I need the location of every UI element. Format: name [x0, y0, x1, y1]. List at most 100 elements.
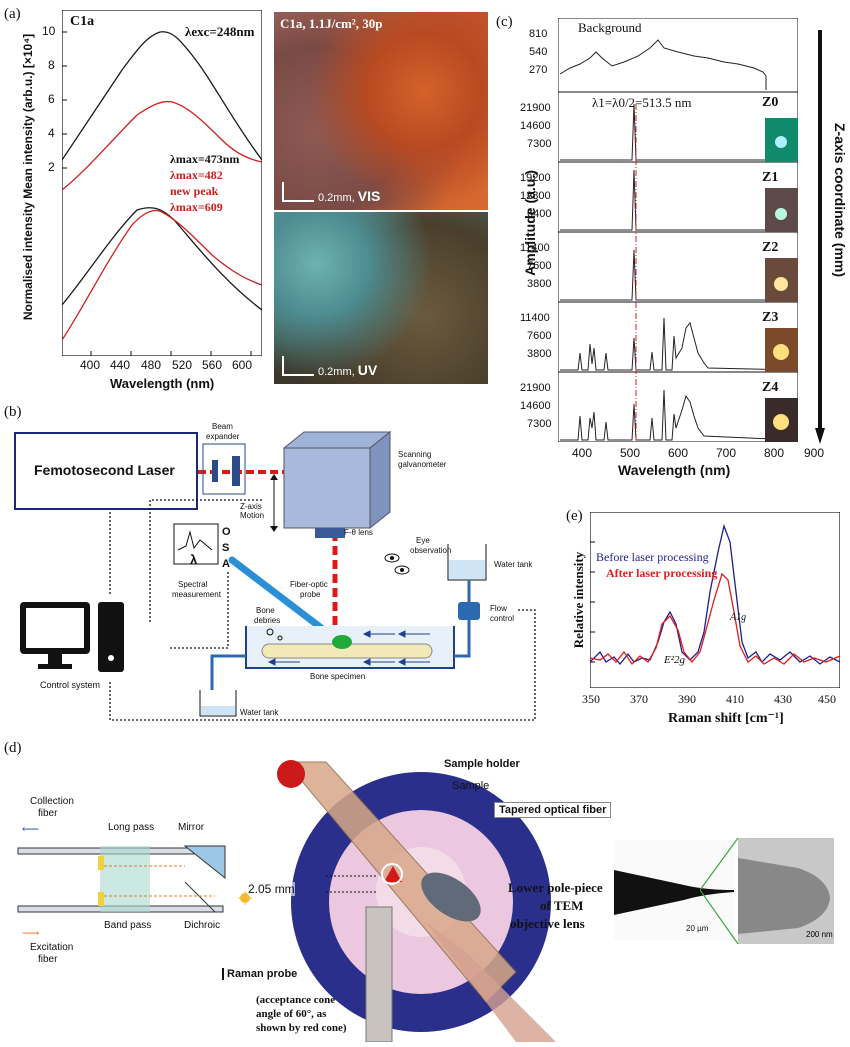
scale-left: 20 µm [686, 924, 709, 933]
c-x-axis-label: Wavelength (nm) [618, 462, 731, 478]
a-xtick: 440 [110, 358, 131, 372]
a-annot-red1: λmax=482 [170, 168, 223, 182]
c-lambda-label: λ1=λ0/2=513.5 nm [592, 95, 692, 110]
c-row-label: Z1 [762, 170, 779, 185]
c-ytick: 21900 [520, 382, 551, 394]
a-xtick: 400 [80, 358, 101, 372]
panel-d-letter: (d) [4, 740, 22, 756]
panel-c-plot [557, 17, 799, 443]
micro-uv-image: 0.2mm, UV [274, 212, 488, 384]
e-legend-before: Before laser processing [596, 550, 709, 564]
a-ytick: 2 [48, 160, 55, 174]
z-axis-arrow [815, 30, 825, 444]
spectral-label-1: Spectral [178, 580, 208, 589]
collection-fiber-label-2: fiber [38, 808, 58, 819]
pole-piece-label-3: objective lens [510, 916, 585, 931]
raman-probe-label: Raman probe [222, 968, 297, 980]
bone-debris-label-2: debries [254, 616, 281, 625]
excitation-arrow: ⟶ [22, 926, 40, 940]
c-xtick: 900 [804, 446, 825, 460]
panel-b-letter: (b) [4, 404, 22, 420]
c-ytick: 810 [529, 28, 548, 40]
tapered-fiber-label: Tapered optical fiber [494, 802, 612, 818]
panel-a-plot [61, 9, 263, 357]
c-row-label: Z4 [762, 380, 779, 395]
a-ytick: 8 [48, 58, 55, 72]
e-x-axis-label: Raman shift [cm⁻¹] [668, 711, 784, 726]
b-diagram [0, 420, 560, 730]
panel-e-letter: (e) [566, 508, 583, 524]
c-ytick: 7300 [527, 418, 552, 430]
spectral-label-2: measurement [172, 590, 221, 599]
eye-label-1: Eye [416, 536, 430, 545]
eye-label-2: observation [410, 546, 452, 555]
a-annot-red2: new peak [170, 184, 219, 198]
bone-specimen-label: Bone specimen [310, 672, 366, 681]
z-axis-label: Z-axis coordinate (mm) [832, 100, 848, 300]
c-ytick: 540 [529, 46, 548, 58]
c-ytick: 19200 [520, 172, 551, 184]
collection-fiber-label-1: Collection [30, 796, 74, 807]
a-xtick: 600 [232, 358, 253, 372]
tem-holder-image [266, 752, 566, 1043]
sample-holder-label: Sample holder [444, 758, 520, 770]
laser-label: Femotosecond Laser [34, 462, 175, 478]
f-lens-label: F-θ lens [344, 528, 373, 537]
upper-black-curve [61, 31, 263, 161]
fiber-tip-image: 20 µm [614, 840, 734, 940]
a-xtick: 520 [172, 358, 193, 372]
water-tank-top-label: Water tank [494, 560, 533, 569]
acceptance-label-1: (acceptance cone [256, 994, 336, 1006]
sample-label: Sample [452, 780, 490, 792]
flow-control-label-2: control [490, 614, 515, 623]
osa-a: A [222, 558, 230, 570]
e-xtick: 410 [726, 692, 744, 706]
long-pass-label: Long pass [108, 822, 155, 833]
dichroic-label: Dichroic [184, 920, 221, 931]
panel-a-letter: (a) [4, 6, 21, 22]
c-ytick: 7600 [527, 260, 552, 272]
control-system-label: Control system [40, 680, 101, 690]
a-ytick: 6 [48, 92, 55, 106]
c-ytick: 11400 [520, 242, 550, 254]
zoom-lines [699, 837, 740, 945]
lambda-label: λ [190, 552, 198, 567]
fiber-tip-zoom-image: 200 nm [738, 838, 834, 944]
c-ytick: 21900 [520, 102, 551, 114]
c-ytick: 270 [529, 64, 548, 76]
acceptance-label-3: shown by red cone) [256, 1022, 347, 1034]
c-ytick: 7300 [527, 138, 552, 150]
micro-vis-scale: 0.2mm, [318, 192, 355, 204]
galvo-label-2: galvanometer [398, 460, 447, 469]
upper-red-curve [61, 100, 263, 191]
e-y-axis-label: Relative intensity [571, 551, 586, 649]
before-curve [589, 523, 841, 666]
micro-vis-scalebar: 0.2mm, VIS [282, 182, 402, 204]
e-legend-after: After laser processing [606, 566, 718, 580]
c-y-axis-label: Amplitude (a.u.) [522, 170, 538, 276]
a-ytick: 10 [42, 24, 56, 38]
after-curve [589, 572, 841, 666]
pole-piece-label-2: of TEM [540, 898, 584, 913]
band-pass-label: Band pass [104, 920, 152, 931]
e-xtick: 370 [630, 692, 648, 706]
micro-uv-scale: 0.2mm, [318, 366, 355, 378]
c-ytick: 12800 [520, 190, 551, 202]
c-ytick: 7600 [527, 330, 552, 342]
galvo-label-1: Scanning [398, 450, 432, 459]
panel-c-letter: (c) [496, 14, 513, 30]
osa-s: S [222, 542, 230, 554]
c-ytick: 3800 [527, 348, 552, 360]
beam-expander-label-1: Beam [212, 422, 233, 431]
lower-black-curve [61, 207, 263, 311]
a-annot-black: λmax=473nm [170, 152, 240, 166]
mirror-label: Mirror [178, 822, 205, 833]
a-x-axis-label: Wavelength (nm) [110, 376, 215, 391]
e-xtick: 430 [774, 692, 792, 706]
z-motion-label-1: Z-axis [240, 502, 262, 511]
a-annot-red3: λmax=609 [170, 200, 223, 214]
excitation-fiber-label-1: Excitation [30, 942, 74, 953]
c-ytick: 14600 [520, 400, 551, 412]
a-xtick: 560 [202, 358, 223, 372]
e-xtick: 390 [678, 692, 696, 706]
